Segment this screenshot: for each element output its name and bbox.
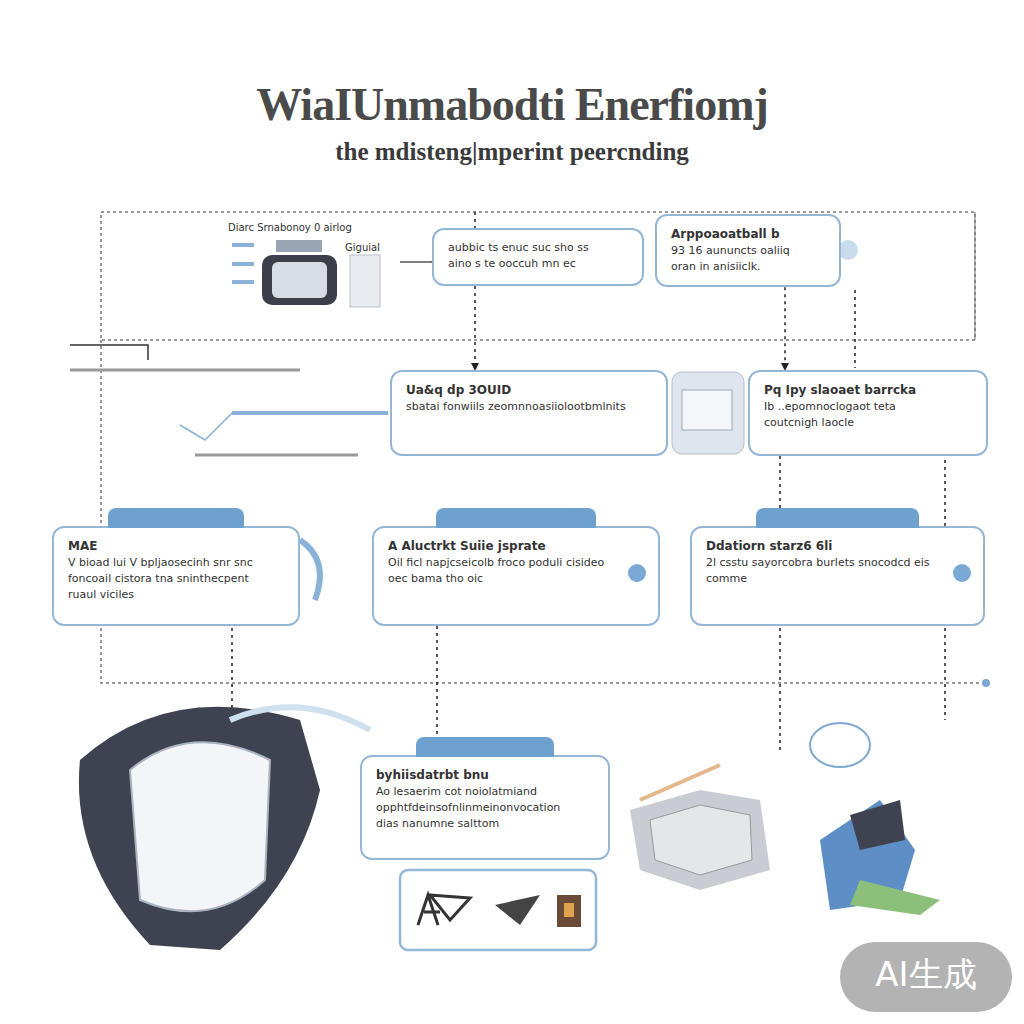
- box-body: 2l csstu sayorcobra burlets snocodcd eis…: [706, 555, 943, 587]
- envelope-icon: [495, 895, 540, 925]
- figure-detail: [850, 800, 905, 850]
- status-dot: [953, 564, 971, 582]
- dashed-frame-line: [101, 340, 985, 683]
- box-tab: [416, 737, 554, 757]
- box-heading: Pq Ipy slaoaet barrcka: [764, 382, 946, 399]
- circle-icon: [838, 240, 858, 260]
- box-body: Ib ..epomnoclogaot teta coutcnigh laocle: [764, 399, 946, 431]
- card-chip: [564, 903, 574, 917]
- backpack-front: [130, 742, 270, 911]
- pointer-tail: [180, 413, 232, 440]
- process-box: Ua&q dp 3OUIDsbatai fonwiils zeomnnoasii…: [390, 370, 668, 456]
- card-icon: [557, 895, 581, 927]
- box-tab: [108, 508, 245, 528]
- list-bar: [232, 280, 254, 284]
- process-box: Pq Ipy slaoaet barrckaIb ..epomnoclogaot…: [748, 370, 988, 456]
- backpack-illustration: [79, 707, 320, 950]
- ground-patch: [850, 880, 940, 915]
- process-box: Arppoaoatball b93 16 aununcts oaliiq ora…: [655, 214, 841, 287]
- box-body: sbatai fonwiils zeomnnoasiiolootbmlnits: [406, 399, 626, 415]
- dashed-drop-line: [854, 290, 856, 368]
- machine-illustration: [672, 372, 744, 454]
- icon-panel: [400, 870, 596, 950]
- blue-pointer-line: [232, 411, 388, 415]
- box-heading: aubbic ts enuc suc sho ss aino s te oocc…: [448, 240, 602, 272]
- box-heading: Ua&q dp 3OUID: [406, 382, 626, 399]
- watermark: AI生成: [840, 952, 1012, 998]
- dashed-connector: [436, 626, 438, 755]
- box-tab: [756, 508, 919, 528]
- swoosh: [230, 707, 370, 730]
- box-body: V bioad lui V bpljaosecinh snr snc fonco…: [68, 555, 258, 603]
- box-body: 93 16 aununcts oaliiq oran in anisiiclk.: [671, 243, 799, 275]
- status-dot: [628, 564, 646, 582]
- process-box: Ddatiorn starz6 6li2l csstu sayorcobra b…: [690, 526, 985, 626]
- box-body: Oil ficl napjcseicolb froco poduli cisid…: [388, 555, 618, 587]
- text-label: GiguiaI: [345, 242, 425, 253]
- machine-illustration: [630, 790, 770, 890]
- dashed-drop-line: [779, 628, 781, 750]
- dashed-drop-line: [231, 628, 233, 712]
- process-box: A Aluctrkt Suiie jsprateOil ficl napjcse…: [372, 526, 660, 626]
- rod-line: [640, 765, 720, 800]
- device-screen: [272, 262, 327, 298]
- side-swoosh: [300, 540, 320, 600]
- box-heading: MAE: [68, 538, 258, 555]
- process-box: MAEV bioad lui V bpljaosecinh snr snc fo…: [52, 526, 300, 626]
- gray-rule: [195, 454, 358, 457]
- diagram-title: WiaIUnmabodti Enerfiomj: [0, 78, 1024, 131]
- fan-illustration: [810, 723, 870, 767]
- box-heading: A Aluctrkt Suiie jsprate: [388, 538, 618, 555]
- dashed-connector: [474, 286, 476, 370]
- gray-rule: [70, 369, 300, 372]
- box-heading: Arppoaoatball b: [671, 226, 799, 243]
- box-heading: Ddatiorn starz6 6li: [706, 538, 943, 555]
- list-bar: [232, 243, 254, 247]
- text-label: the mdisteng|mperint peercnding: [0, 138, 1024, 166]
- box-body: Ao lesaerim cot noiolatmiand opphtfdeins…: [376, 784, 568, 832]
- dashed-connector: [784, 287, 786, 370]
- dashed-group-frame: [101, 212, 975, 340]
- text-label: Diarc Srnabonoy 0 airlog: [228, 222, 428, 233]
- line-end-dot: [982, 679, 990, 687]
- dashed-drop-line: [474, 212, 476, 228]
- process-box: byhiisdatrbt bnuAo lesaerim cot noiolatm…: [360, 755, 610, 860]
- flag-icon: [418, 895, 470, 925]
- list-bar: [232, 262, 254, 266]
- watermark-pill: [840, 942, 1012, 1012]
- device-top: [276, 240, 322, 252]
- frame-edge: [975, 212, 976, 340]
- panel-illustration: [350, 255, 380, 307]
- machine-grille: [650, 805, 752, 875]
- process-box: aubbic ts enuc suc sho ss aino s te oocc…: [432, 228, 644, 286]
- box-heading: byhiisdatrbt bnu: [376, 767, 568, 784]
- machine-panel: [682, 390, 732, 430]
- bracket-line: [70, 345, 148, 360]
- device-illustration: [262, 255, 337, 305]
- box-tab: [436, 508, 595, 528]
